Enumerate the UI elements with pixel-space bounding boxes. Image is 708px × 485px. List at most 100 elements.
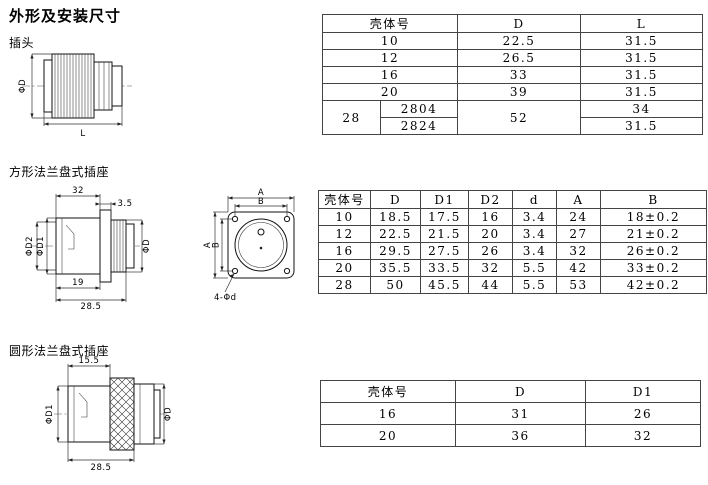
front-dim-a-left: A	[203, 211, 228, 279]
cell-d: 26.5	[457, 49, 582, 67]
cell: 45.5	[420, 276, 469, 294]
cell-shell-group: 28	[322, 100, 381, 135]
col-header-shell: 壳体号	[321, 14, 459, 33]
cell: 3.4	[512, 208, 557, 226]
section-label-round-flange: 圆形法兰盘式插座	[9, 344, 110, 358]
square-dim-phi-d1: ΦD1	[36, 217, 56, 275]
round-dim-phi-d: ΦD	[154, 383, 174, 445]
cell-d: 39	[457, 83, 582, 101]
plug-drawing: ΦD L	[18, 53, 132, 139]
plug-dimensions-table: 壳体号 D L 10 22.5 31.5 12 26.5 31.5 16 33 …	[321, 14, 704, 135]
front-dim-a-top: A	[227, 188, 295, 212]
cell-d: 52	[457, 100, 582, 135]
dim-label-phi-d: ΦD	[164, 407, 174, 421]
cell: 20	[320, 424, 456, 447]
front-dim-b-left: B	[212, 218, 232, 272]
header-row: 壳体号 D D1	[320, 380, 701, 403]
cell: 21.5	[420, 225, 469, 243]
cell: 20	[468, 225, 513, 243]
col-header-shell: 壳体号	[320, 380, 456, 403]
cell-shell: 10	[321, 32, 459, 50]
cell: 53	[556, 276, 601, 294]
cell: 17.5	[420, 208, 469, 226]
dim-label-phi-d: ΦD	[142, 239, 152, 253]
dim-label-phi-d1: ΦD1	[36, 236, 46, 256]
cell: 36	[455, 424, 586, 447]
table-row: 20 36 32	[320, 424, 701, 447]
cell-shell: 20	[321, 83, 459, 101]
cell: 22.5	[370, 225, 421, 243]
dim-label-3-5: 3.5	[117, 199, 132, 209]
table-row: 28 2804 52 34	[322, 100, 704, 135]
section-label-plug: 插头	[9, 36, 35, 50]
cell: 18±0.2	[600, 208, 707, 226]
dim-label-28-5: 28.5	[81, 302, 102, 312]
dim-label-28-5: 28.5	[91, 463, 112, 473]
cell: 33.5	[420, 259, 469, 277]
table-row: 16 29.5 27.5 26 3.4 32 26±0.2	[318, 242, 707, 260]
cell: 16	[468, 208, 513, 226]
cell: 32	[585, 424, 701, 447]
cell-shell: 16	[321, 66, 459, 84]
round-socket-dimensions-table: 壳体号 D D1 16 31 26 20 36 32	[320, 380, 701, 447]
dim-label-19: 19	[72, 278, 84, 288]
cell: 16	[318, 242, 371, 260]
square-dim-19-28-5: 19 28.5	[55, 272, 127, 312]
dim-label-b-left: B	[212, 242, 222, 248]
header-row: 壳体号 D L	[321, 14, 704, 33]
cell: 28	[318, 276, 371, 294]
cell-variant: 2824	[379, 117, 459, 135]
cell: 26	[468, 242, 513, 260]
col-header-l: L	[580, 14, 704, 33]
dim-label-l: L	[80, 129, 85, 139]
dim-label-4-phi-d: 4-Φd	[214, 293, 237, 303]
cell: 24	[556, 208, 601, 226]
table-row: 12 26.5 31.5	[321, 49, 704, 67]
square-dim-phi-d: ΦD	[126, 219, 152, 273]
cell: 21±0.2	[600, 225, 707, 243]
cell-shell: 12	[321, 49, 459, 67]
table-row: 20 35.5 33.5 32 5.5 42 33±0.2	[318, 259, 707, 277]
table-row: 16 31 26	[320, 402, 701, 425]
dim-label-phi-d2: ΦD2	[25, 236, 35, 256]
square-socket-front-drawing: A B A B 4-Φd	[203, 188, 295, 303]
cell-l: 31.5	[580, 83, 704, 101]
table-row: 16 33 31.5	[321, 66, 704, 84]
table-row: 10 22.5 31.5	[321, 32, 704, 50]
cell: 32	[468, 259, 513, 277]
cell: 5.5	[512, 276, 557, 294]
cell: 5.5	[512, 259, 557, 277]
dim-label-15-5: 15.5	[79, 356, 100, 366]
cell-l: 31.5	[580, 66, 704, 84]
round-socket-drawing: 15.5 ΦD1 ΦD 28.5	[45, 356, 174, 473]
cell: 31	[455, 402, 586, 425]
cell-l: 31.5	[580, 49, 704, 67]
dim-label-phi-d1: ΦD1	[45, 404, 55, 424]
round-dim-15-5: 15.5	[67, 356, 111, 386]
cell: 33±0.2	[600, 259, 707, 277]
col-header-a: A	[556, 190, 601, 209]
plug-dim-phi-d: ΦD	[18, 53, 52, 119]
col-header-d: D	[457, 14, 582, 33]
cell: 3.4	[512, 225, 557, 243]
cell: 26±0.2	[600, 242, 707, 260]
dim-label-phi-d: ΦD	[18, 79, 28, 93]
col-header-d: D	[370, 190, 421, 209]
round-dim-28-5: 28.5	[67, 442, 135, 473]
col-header-d: D	[455, 380, 586, 403]
square-socket-side-drawing: 32 3.5 ΦD2 ΦD1	[25, 186, 152, 312]
cell: 50	[370, 276, 421, 294]
cell: 32	[556, 242, 601, 260]
col-header-d-small: d	[512, 190, 557, 209]
front-dim-b-top: B	[234, 197, 288, 216]
cell: 27	[556, 225, 601, 243]
square-dim-32: 32	[55, 186, 101, 218]
col-header-d2: D2	[468, 190, 513, 209]
dim-label-a: A	[258, 188, 264, 198]
cell: 18.5	[370, 208, 421, 226]
cell: 42	[556, 259, 601, 277]
plug-body	[43, 53, 123, 119]
cell: 20	[318, 259, 371, 277]
square-flange-face	[227, 211, 295, 279]
